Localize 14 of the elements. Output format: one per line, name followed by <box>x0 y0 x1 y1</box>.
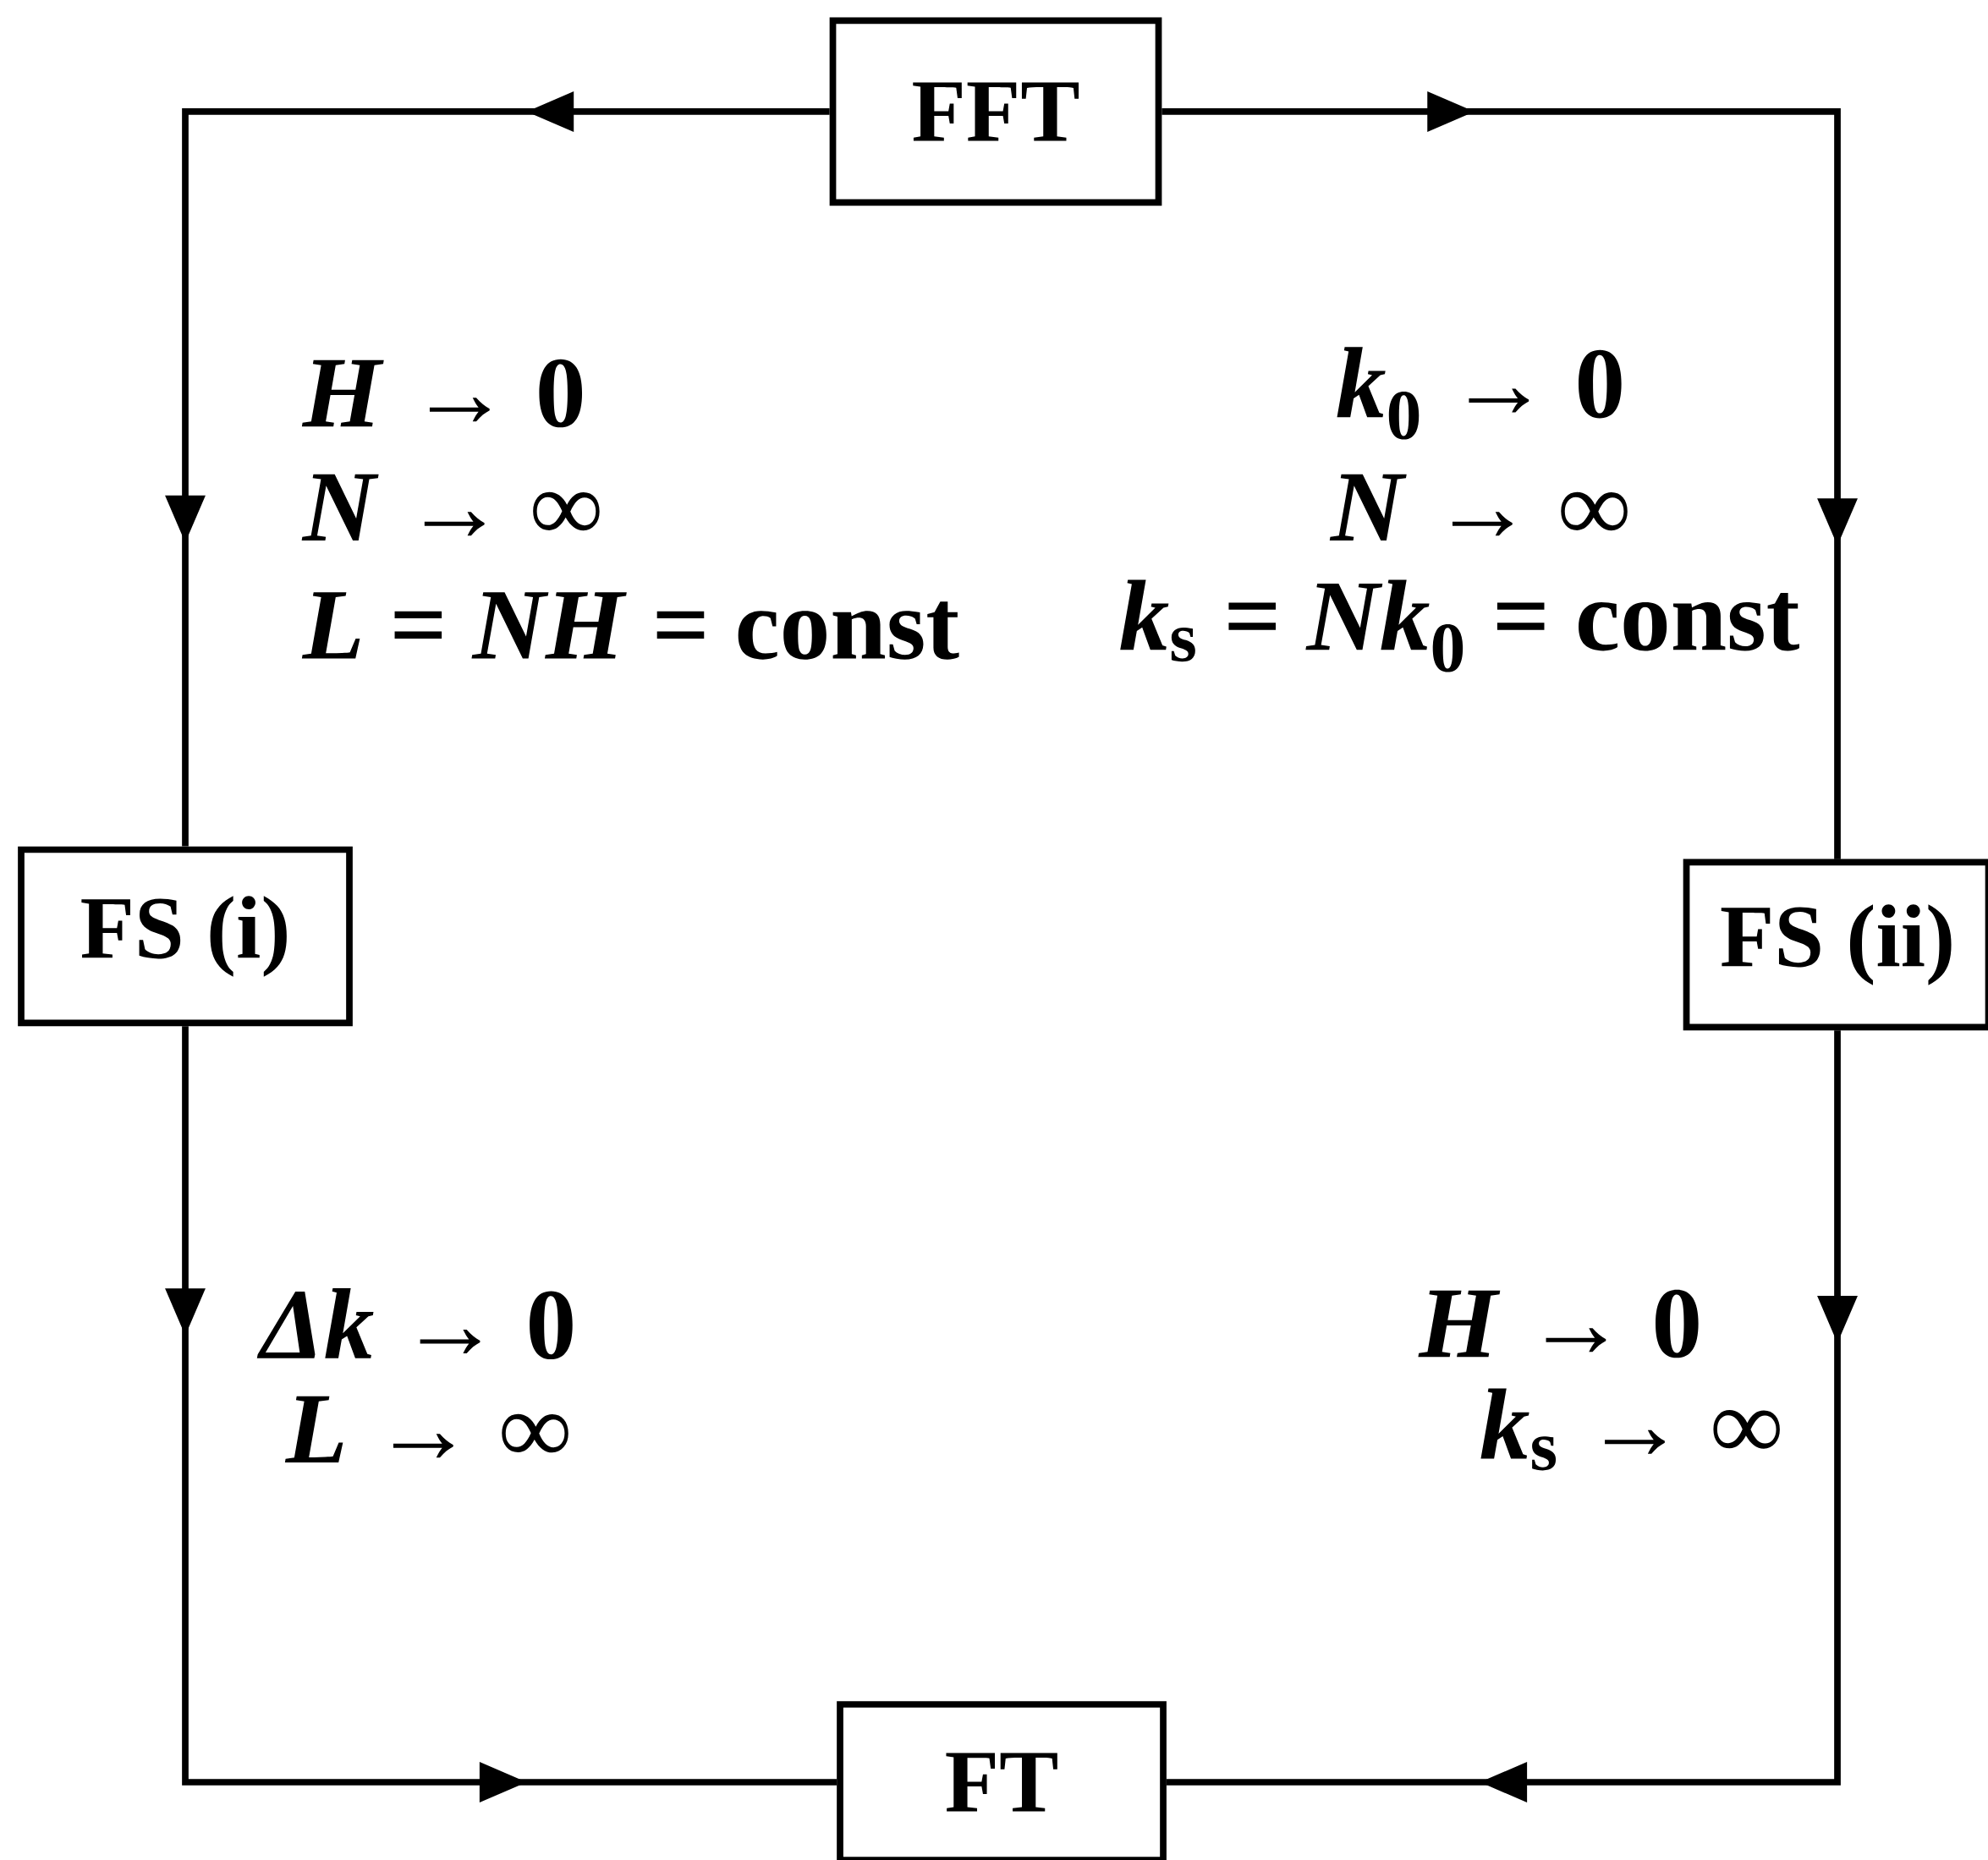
condition-text: N → ∞ <box>1329 474 1628 541</box>
process-box: FFT <box>829 17 1162 206</box>
condition-text: N → ∞ <box>301 474 600 541</box>
condition-text: Δk → 0 <box>256 1287 573 1359</box>
process-box: FS (ii) <box>1683 859 1988 1031</box>
process-box: FT <box>837 1701 1167 1860</box>
condition-text: L = NH = const <box>301 592 959 660</box>
condition-text: L → ∞ <box>284 1396 568 1463</box>
process-box: FS (i) <box>18 846 353 1027</box>
condition-text: H → 0 <box>1418 1289 1699 1358</box>
condition-text: H → 0 <box>301 359 583 428</box>
condition-text: k$_{s}$ → ∞ <box>1480 1388 1780 1471</box>
condition-text: k$_{s}$ = Nk$_{0}$ = const <box>1120 579 1799 672</box>
condition-text: k$_{0}$ → 0 <box>1337 347 1622 440</box>
